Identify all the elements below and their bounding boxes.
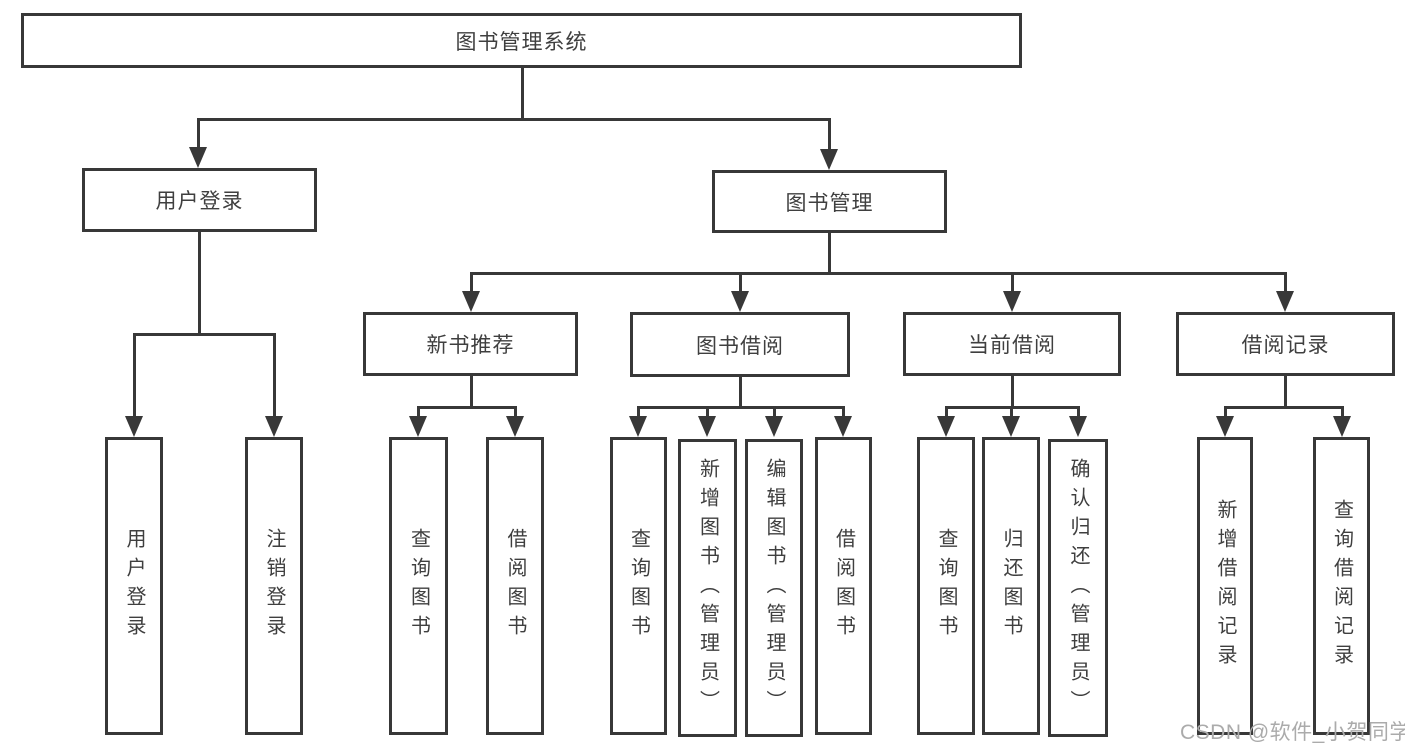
arrow-down-icon	[765, 416, 783, 437]
node-label: 新增图书（管理员）	[696, 457, 719, 719]
leaf-edit-books-admin: 编辑图书（管理员）	[745, 439, 803, 737]
leaf-add-borrow-record: 新增借阅记录	[1197, 437, 1253, 735]
connector-user-login-bar	[134, 333, 275, 336]
leaf-return-books: 归还图书	[982, 437, 1040, 735]
connector-drop	[1224, 406, 1227, 417]
node-label: 查询借阅记录	[1330, 499, 1353, 673]
node-label: 查询图书	[627, 528, 650, 644]
connector-drop	[706, 406, 709, 417]
arrow-down-icon	[820, 149, 838, 170]
arrow-down-icon	[629, 416, 647, 437]
node-label: 新书推荐	[426, 334, 515, 357]
arrow-down-icon	[1276, 291, 1294, 312]
arrow-down-icon	[265, 416, 283, 437]
connector-drop	[945, 406, 948, 417]
node-label: 新增借阅记录	[1214, 499, 1236, 673]
leaf-query-books-current: 查询图书	[917, 437, 975, 735]
leaf-query-books-borrowing: 查询图书	[610, 437, 667, 735]
node-label: 确认归还（管理员）	[1067, 457, 1089, 719]
connector-drop	[514, 406, 517, 417]
leaf-logout: 注销登录	[245, 437, 303, 735]
connector-borrow-records-stem	[1284, 376, 1287, 406]
leaf-add-books-admin: 新增图书（管理员）	[678, 439, 737, 737]
node-book-management: 图书管理	[712, 170, 947, 233]
node-book-borrowing: 图书借阅	[630, 312, 850, 377]
connector-level2-bar	[198, 118, 830, 121]
connector-drop	[637, 406, 640, 417]
connector-drop	[1341, 406, 1344, 417]
node-current-borrowing: 当前借阅	[903, 312, 1121, 376]
connector-book-borrow-bar	[638, 406, 844, 409]
node-label: 查询图书	[407, 528, 430, 644]
node-label: 图书借阅	[696, 334, 784, 358]
node-label: 用户登录	[155, 190, 244, 213]
node-library-system: 图书管理系统	[21, 13, 1022, 68]
arrow-down-icon	[189, 147, 207, 168]
node-borrowing-records: 借阅记录	[1176, 312, 1395, 376]
leaf-user-login: 用户登录	[105, 437, 163, 735]
connector-level3-bar	[470, 272, 1286, 275]
arrow-down-icon	[506, 416, 524, 437]
arrow-down-icon	[1003, 291, 1021, 312]
connector-user-login-stem	[198, 232, 201, 333]
node-label: 图书管理	[785, 191, 874, 215]
node-user-login: 用户登录	[82, 168, 317, 232]
node-label: 用户登录	[123, 528, 145, 644]
connector-new-books-stem	[470, 376, 473, 406]
connector-book-mgmt-stem	[828, 233, 831, 272]
connector-root-stem	[521, 68, 524, 118]
node-label: 借阅图书	[504, 528, 526, 644]
arrow-down-icon	[125, 416, 143, 437]
arrow-down-icon	[731, 291, 749, 312]
connector-drop	[1077, 406, 1080, 417]
leaf-query-borrow-record: 查询借阅记录	[1313, 437, 1370, 735]
arrow-down-icon	[462, 291, 480, 312]
connector-drop	[773, 406, 776, 417]
connector-drop-book-borrow	[739, 272, 742, 292]
node-new-book-recommend: 新书推荐	[363, 312, 578, 376]
connector-drop-current-borrow	[1011, 272, 1014, 292]
connector-borrow-records-bar	[1225, 406, 1343, 409]
connector-drop	[417, 406, 420, 417]
leaf-confirm-return-admin: 确认归还（管理员）	[1048, 439, 1108, 737]
node-label: 借阅图书	[832, 528, 855, 644]
csdn-watermark: CSDN @软件_小贺同学	[1180, 721, 1405, 744]
connector-book-borrow-stem	[739, 377, 742, 406]
connector-drop	[842, 406, 845, 417]
arrow-down-icon	[698, 416, 716, 437]
connector-drop-leaf-logout	[273, 333, 276, 416]
arrow-down-icon	[834, 416, 852, 437]
node-label: 图书管理系统	[455, 30, 588, 54]
connector-drop-book-mgmt	[828, 118, 831, 151]
node-label: 借阅记录	[1241, 334, 1330, 357]
node-label: 归还图书	[1000, 528, 1022, 644]
node-label: 查询图书	[935, 528, 957, 644]
arrow-down-icon	[937, 416, 955, 437]
leaf-borrow-books-newbooks: 借阅图书	[486, 437, 544, 735]
leaf-query-books-newbooks: 查询图书	[389, 437, 448, 735]
connector-drop-new-books	[470, 272, 473, 292]
connector-drop	[1010, 406, 1013, 417]
arrow-down-icon	[409, 416, 427, 437]
arrow-down-icon	[1002, 416, 1020, 437]
connector-current-borrow-stem	[1011, 376, 1014, 406]
node-label: 注销登录	[263, 528, 285, 644]
node-label: 编辑图书（管理员）	[763, 457, 785, 719]
connector-drop-leaf-user-login	[133, 333, 136, 416]
arrow-down-icon	[1216, 416, 1234, 437]
connector-drop-user-login	[197, 118, 200, 148]
leaf-borrow-books-borrowing: 借阅图书	[815, 437, 872, 735]
connector-drop-borrow-records	[1284, 272, 1287, 292]
arrow-down-icon	[1333, 416, 1351, 437]
connector-new-books-bar	[418, 406, 516, 409]
node-label: 当前借阅	[968, 334, 1056, 357]
arrow-down-icon	[1069, 416, 1087, 437]
